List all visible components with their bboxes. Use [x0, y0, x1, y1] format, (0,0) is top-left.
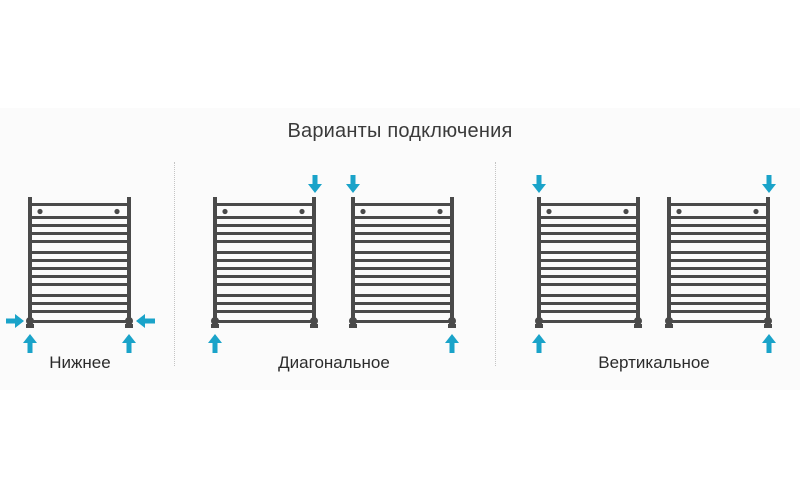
towel-rail-icon	[665, 197, 772, 328]
towel-rail-icon	[349, 197, 456, 328]
page-title: Варианты подключения	[287, 120, 513, 142]
arrow-icon	[532, 175, 546, 193]
caption-vertical: Вертикальное	[598, 353, 710, 372]
towel-rail-icon	[26, 197, 133, 328]
arrow-icon	[208, 334, 222, 353]
arrow-icon	[136, 314, 155, 328]
arrow-icon	[23, 334, 37, 353]
arrow-icon	[762, 334, 776, 353]
arrow-icon	[346, 175, 360, 193]
group-divider-2	[495, 162, 496, 366]
arrow-icon	[308, 175, 322, 193]
towel-rail-icon	[211, 197, 318, 328]
caption-diagonal: Диагональное	[278, 353, 390, 372]
group-divider-1	[174, 162, 175, 366]
towel-rail-icon	[535, 197, 642, 328]
arrow-icon	[532, 334, 546, 353]
arrow-icon	[6, 314, 24, 328]
arrow-icon	[762, 175, 776, 193]
arrow-icon	[122, 334, 136, 353]
caption-bottom: Нижнее	[49, 353, 111, 372]
arrow-icon	[445, 334, 459, 353]
